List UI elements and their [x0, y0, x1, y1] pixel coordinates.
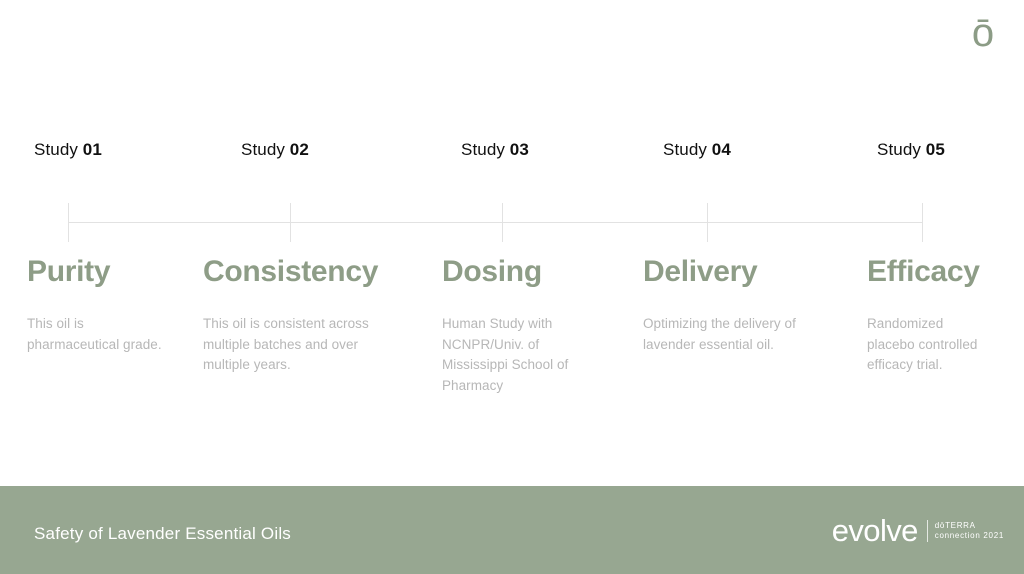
column-heading-dosing: Dosing — [442, 255, 542, 288]
timeline-tick-05 — [922, 203, 923, 242]
column-body-purity: This oil is pharmaceutical grade. — [27, 316, 162, 352]
timeline-axis-line — [68, 222, 922, 223]
study-label-01-prefix: Study — [34, 140, 83, 159]
timeline-tick-03 — [502, 203, 503, 242]
study-label-04-prefix: Study — [663, 140, 712, 159]
evolve-logo: evolve dōTERRA connection 2021 — [832, 514, 1004, 548]
study-label-05: Study 05 — [877, 138, 945, 162]
study-label-01: Study 01 — [34, 138, 102, 162]
studies-timeline: Study 01 Study 02 Study 03 Study 04 Stud… — [0, 138, 1024, 393]
column-heading-consistency: Consistency — [203, 255, 379, 288]
footer-bar: Safety of Lavender Essential Oils evolve… — [0, 486, 1024, 574]
logo-divider — [926, 520, 928, 542]
column-body-dosing: Human Study with NCNPR/Univ. of Mississi… — [442, 316, 569, 393]
evolve-logo-subtext: dōTERRA connection 2021 — [935, 521, 1004, 541]
column-body-delivery: Optimizing the delivery of lavender esse… — [643, 316, 796, 352]
evolve-logo-subtext-line1: dōTERRA — [934, 521, 976, 530]
study-label-02-number: 02 — [289, 140, 309, 159]
column-heading-delivery: Delivery — [643, 255, 758, 288]
study-label-row: Study 01 Study 02 Study 03 Study 04 Stud… — [0, 138, 1024, 166]
study-label-02-prefix: Study — [241, 140, 290, 159]
column-heading-purity: Purity — [27, 255, 111, 288]
study-label-05-number: 05 — [925, 140, 945, 159]
evolve-logo-subtext-line2: connection 2021 — [934, 531, 1004, 540]
footer-title: Safety of Lavender Essential Oils — [34, 524, 292, 543]
timeline-tick-02 — [290, 203, 291, 242]
timeline-tick-04 — [707, 203, 708, 242]
study-label-01-number: 01 — [82, 140, 102, 159]
evolve-wordmark: evolve — [831, 513, 919, 548]
column-body-consistency: This oil is consistent across multiple b… — [203, 316, 369, 372]
study-label-02: Study 02 — [241, 138, 309, 162]
column-body-efficacy: Randomized placebo controlled efficacy t… — [867, 316, 978, 372]
study-label-04: Study 04 — [663, 138, 731, 162]
study-label-03-number: 03 — [509, 140, 529, 159]
study-label-03-prefix: Study — [461, 140, 510, 159]
study-label-04-number: 04 — [711, 140, 731, 159]
study-label-03: Study 03 — [461, 138, 529, 162]
doterra-o-logo-icon: ō — [971, 11, 995, 55]
study-label-05-prefix: Study — [877, 140, 926, 159]
column-heading-efficacy: Efficacy — [867, 255, 980, 288]
timeline-tick-01 — [68, 203, 69, 242]
